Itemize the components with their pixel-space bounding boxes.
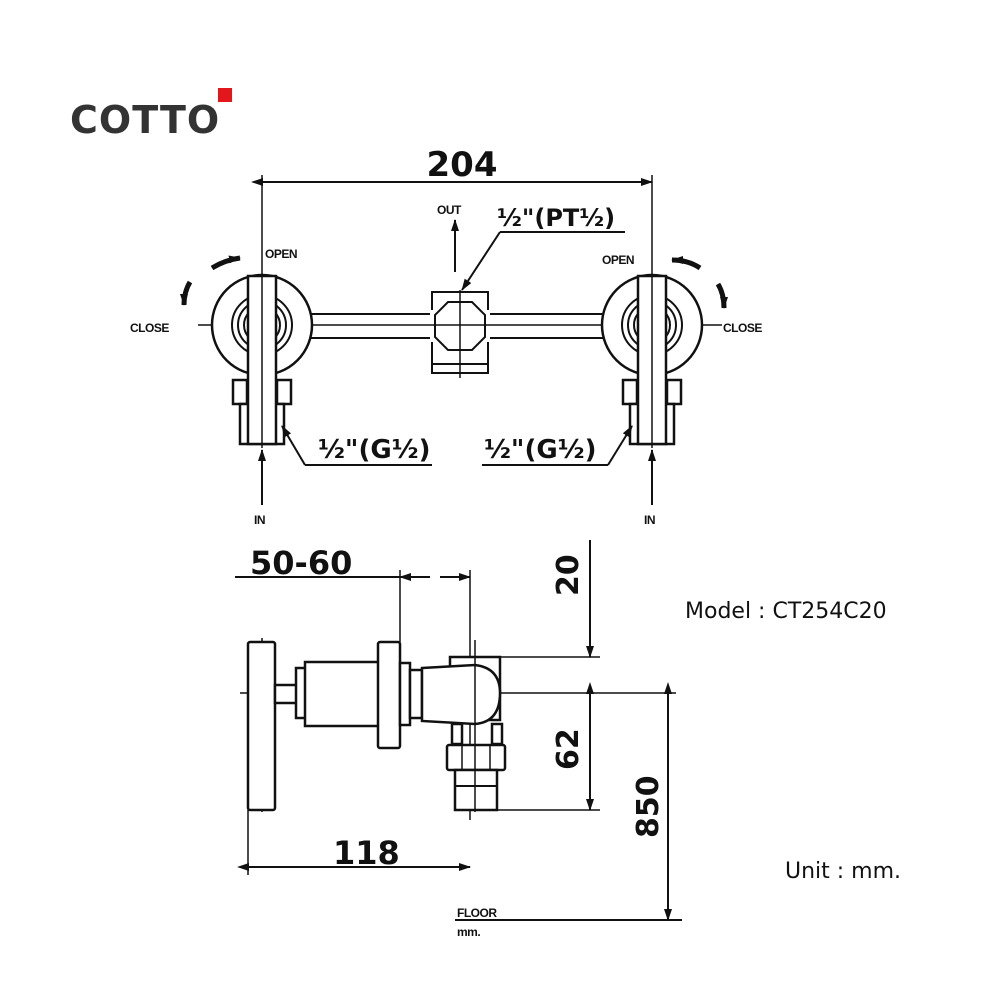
out-label: OUT <box>437 203 462 217</box>
in-label-right: IN <box>644 513 655 527</box>
logo-red-square <box>218 88 232 102</box>
model-number: Model : CT254C20 <box>685 599 887 624</box>
open-arrow-left-icon <box>210 255 241 271</box>
height-dimension: 850 <box>631 775 666 838</box>
length-dimension: 118 <box>333 834 400 872</box>
inlet-spec-right: ½"(G½) <box>484 435 596 465</box>
close-label-left: CLOSE <box>130 321 169 335</box>
wall-depth-dimension: 50-60 <box>250 544 352 582</box>
open-label-left: OPEN <box>265 247 297 261</box>
unit-note: Unit : mm. <box>785 859 901 884</box>
outlet-spec: ½"(PT½) <box>497 204 615 232</box>
right-valve <box>600 273 704 446</box>
close-arrow-right-icon <box>715 282 728 309</box>
outlet-fitting <box>431 290 489 378</box>
side-view: 50-60 20 62 850 11 <box>235 540 682 939</box>
top-offset-dimension: 20 <box>551 554 586 596</box>
floor-label: FLOOR <box>457 906 497 920</box>
close-arrow-left-icon <box>180 280 193 306</box>
top-view: 204 <box>130 145 763 527</box>
open-arrow-right-icon <box>671 256 702 271</box>
close-label-right: CLOSE <box>723 321 762 335</box>
left-valve <box>210 273 314 446</box>
width-dimension: 204 <box>427 145 498 185</box>
floor-unit: mm. <box>457 925 480 939</box>
outlet-drop-dimension: 62 <box>551 728 586 770</box>
cotto-logo: COTTO <box>70 88 232 142</box>
in-label-left: IN <box>254 513 265 527</box>
logo-text: COTTO <box>70 98 220 142</box>
inlet-spec-left: ½"(G½) <box>318 435 430 465</box>
open-label-right: OPEN <box>602 253 634 267</box>
